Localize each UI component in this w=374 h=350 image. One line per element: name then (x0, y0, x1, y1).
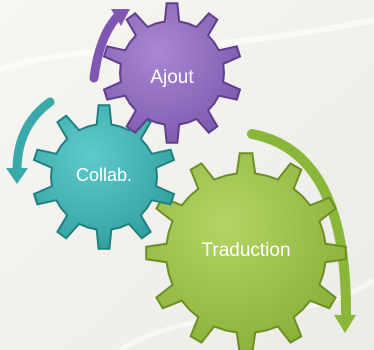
arrow-traduction (247, 129, 352, 323)
gear-ajout: Ajout (102, 2, 242, 144)
arrow-ajout-head-icon (111, 9, 130, 26)
gear-ajout-shape (102, 2, 242, 144)
arrow-collab-head-icon (6, 168, 28, 184)
gear-traduction: Traduction (145, 152, 347, 350)
gear-traduction-shape (145, 152, 347, 350)
gear-collab-label: Collab. (76, 165, 132, 185)
gear-collab-shape (32, 104, 176, 250)
arrow-collab (12, 97, 55, 173)
arrow-traduction-head-icon (334, 315, 356, 333)
arrow-ajout (89, 13, 121, 83)
gear-collab: Collab. (32, 104, 176, 250)
gear-traduction-label: Traduction (201, 240, 290, 261)
gear-ajout-label: Ajout (150, 67, 194, 88)
